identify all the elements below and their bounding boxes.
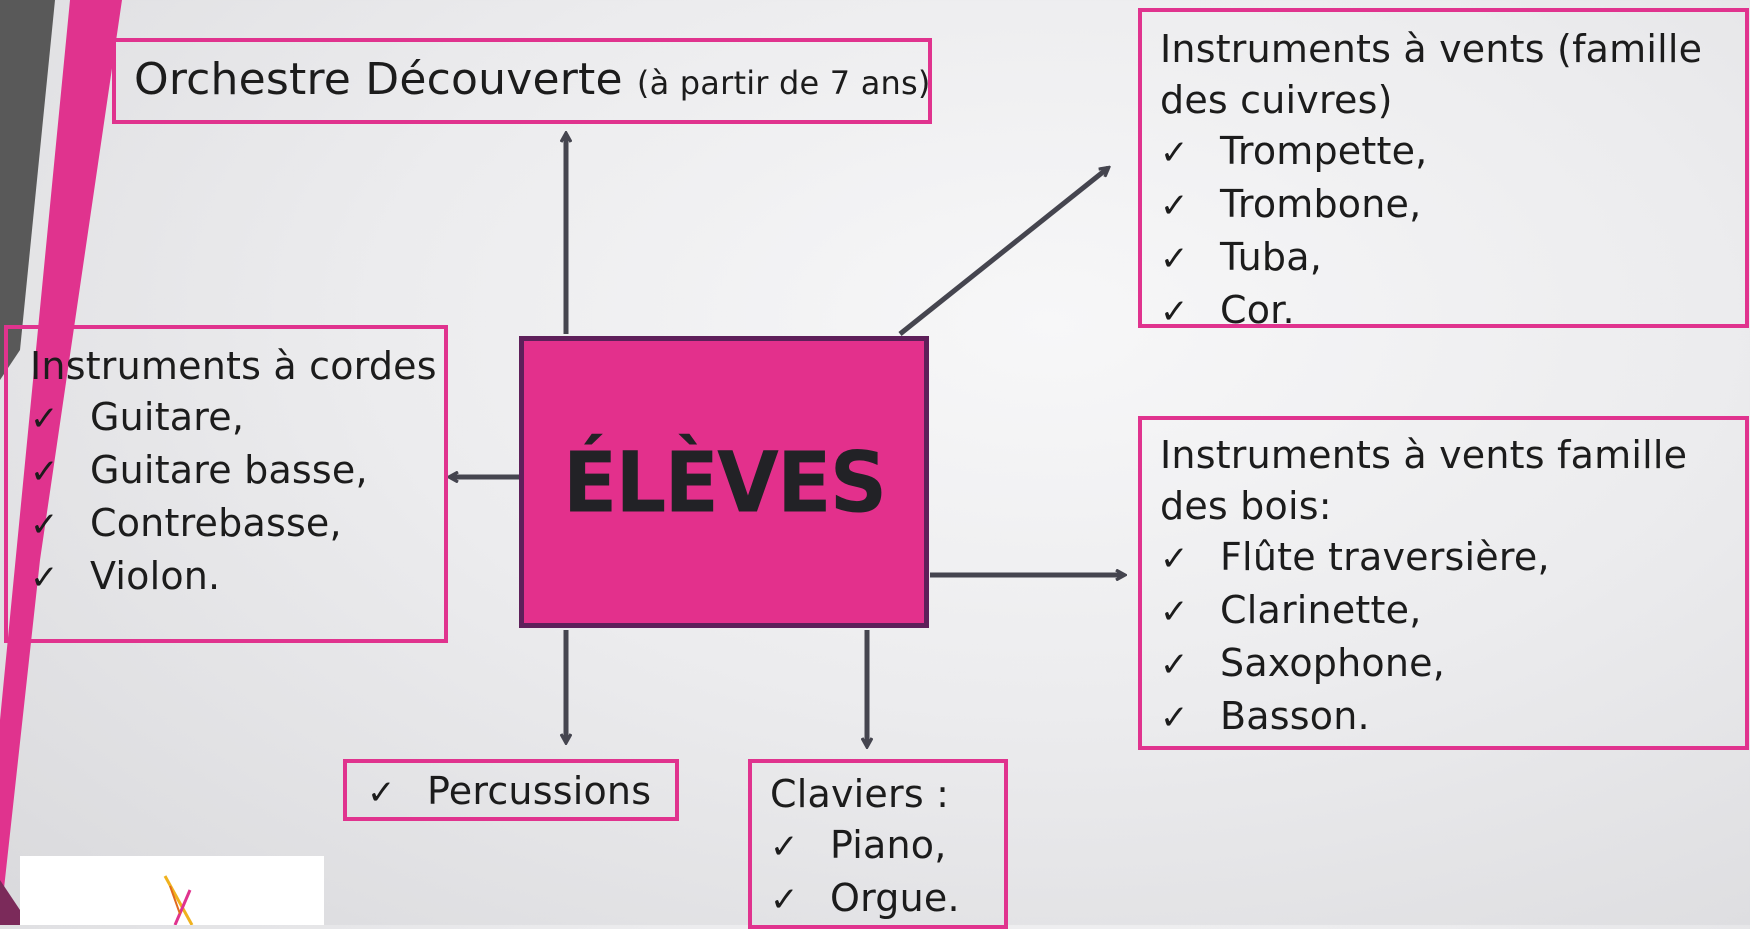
- list-item: ✓Piano,: [770, 820, 1004, 873]
- eleves-label: ÉLÈVES: [562, 433, 887, 531]
- claviers-list: ✓Piano, ✓Orgue.: [770, 820, 1004, 926]
- check-icon: ✓: [1160, 645, 1189, 685]
- list-item: ✓Trombone,: [1160, 179, 1745, 232]
- cuivres-list: ✓Trompette, ✓Trombone, ✓Tuba, ✓Cor.: [1160, 126, 1745, 338]
- check-icon: ✓: [367, 773, 396, 813]
- bois-box: Instruments à vents famille des bois: ✓F…: [1138, 416, 1749, 750]
- cuivres-box: Instruments à vents (famille des cuivres…: [1138, 8, 1749, 332]
- eleves-center-box: ÉLÈVES: [519, 336, 929, 628]
- check-icon: ✓: [1160, 592, 1189, 632]
- bois-list: ✓Flûte traversière, ✓Clarinette, ✓Saxoph…: [1160, 532, 1745, 744]
- bois-title: Instruments à vents famille des bois:: [1160, 433, 1688, 528]
- percussions-list: ✓Percussions: [367, 763, 675, 821]
- decorative-pink-stripe: [0, 0, 122, 925]
- check-icon: ✓: [770, 880, 799, 920]
- check-icon: ✓: [30, 558, 59, 598]
- check-icon: ✓: [30, 399, 59, 439]
- cordes-box: Instruments à cordes ✓Guitare, ✓Guitare …: [4, 325, 448, 643]
- claviers-title: Claviers :: [770, 772, 950, 816]
- check-icon: ✓: [1160, 698, 1189, 738]
- percussions-box: ✓Percussions: [343, 759, 679, 821]
- cuivres-title: Instruments à vents (famille des cuivres…: [1160, 27, 1703, 122]
- check-icon: ✓: [770, 827, 799, 867]
- list-item: ✓Contrebasse,: [30, 498, 444, 551]
- list-item: ✓Tuba,: [1160, 232, 1745, 285]
- check-icon: ✓: [30, 505, 59, 545]
- list-item: ✓Percussions: [367, 763, 675, 821]
- claviers-box: Claviers : ✓Piano, ✓Orgue.: [748, 759, 1008, 929]
- logo-mark-icon: [163, 875, 194, 925]
- list-item: ✓Basson.: [1160, 691, 1745, 744]
- check-icon: ✓: [1160, 186, 1189, 226]
- list-item: ✓Flûte traversière,: [1160, 532, 1745, 585]
- list-item: ✓Guitare,: [30, 392, 444, 445]
- orchestre-title: Orchestre Découverte: [134, 54, 623, 105]
- cordes-title: Instruments à cordes: [30, 344, 437, 388]
- list-item: ✓Clarinette,: [1160, 585, 1745, 638]
- check-icon: ✓: [1160, 239, 1189, 279]
- cordes-list: ✓Guitare, ✓Guitare basse, ✓Contrebasse, …: [30, 392, 444, 604]
- list-item: ✓Guitare basse,: [30, 445, 444, 498]
- list-item: ✓Cor.: [1160, 285, 1745, 338]
- orchestre-age-note: (à partir de 7 ans): [636, 64, 931, 102]
- check-icon: ✓: [1160, 539, 1189, 579]
- list-item: ✓Orgue.: [770, 873, 1004, 926]
- decorative-gray-stripe: [0, 0, 55, 380]
- check-icon: ✓: [1160, 292, 1189, 332]
- list-item: ✓Violon.: [30, 551, 444, 604]
- logo: [20, 856, 324, 925]
- check-icon: ✓: [1160, 133, 1189, 173]
- list-item: ✓Trompette,: [1160, 126, 1745, 179]
- check-icon: ✓: [30, 452, 59, 492]
- arrow-to-cuivres: [898, 168, 1108, 336]
- list-item: ✓Saxophone,: [1160, 638, 1745, 691]
- orchestre-decouverte-box: Orchestre Découverte (à partir de 7 ans): [112, 38, 932, 124]
